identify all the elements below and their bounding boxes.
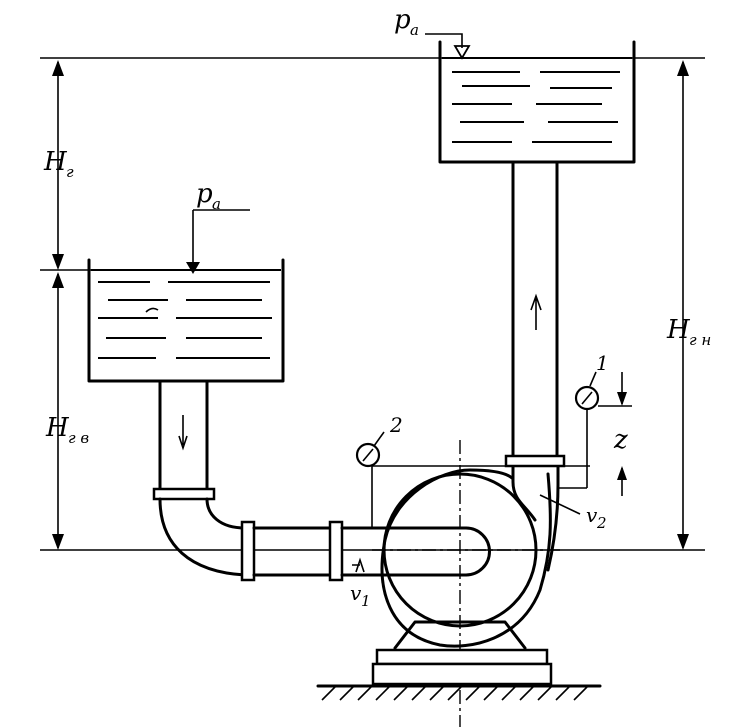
z-label: z [613, 425, 628, 455]
dimension-hgn [677, 60, 689, 550]
dimension-hgv [52, 272, 64, 550]
flange-suction-top [152, 487, 216, 501]
surface-marker-left [186, 209, 250, 274]
upper-tank [438, 40, 636, 164]
v2-label: v [586, 503, 598, 527]
suction-pipe [152, 379, 491, 582]
flange-pump-inlet [328, 520, 344, 582]
gauge2-label: 2 [389, 413, 403, 437]
v2-leader [539, 494, 581, 515]
pump [372, 440, 560, 727]
dimension-z [598, 372, 632, 496]
hgn-sub: г н [689, 331, 711, 349]
v1-sub: 1 [361, 592, 371, 610]
pa-top-sub: a [410, 21, 419, 39]
flange-elbow [240, 520, 256, 582]
surface-marker-top [425, 33, 471, 60]
gauge-2 [355, 431, 385, 528]
gauge-1 [557, 371, 600, 489]
pa-left-sub: a [212, 195, 221, 213]
dimension-hg [52, 60, 64, 270]
hgn-label: H [666, 315, 691, 345]
pump-base [316, 620, 602, 701]
v2-sub: 2 [596, 514, 607, 532]
lower-tank [87, 258, 285, 383]
pa-top-label: p [394, 5, 411, 35]
gauge1-label: 1 [596, 351, 609, 375]
flange-discharge [504, 454, 566, 468]
hg-sub: г [66, 163, 74, 181]
v1-label: v [350, 581, 362, 605]
pa-left-label: p [196, 179, 213, 209]
discharge-pipe [504, 160, 566, 468]
hgv-sub: г в [68, 429, 89, 447]
hg-label: H [43, 147, 68, 177]
hgv-label: H [45, 413, 70, 443]
